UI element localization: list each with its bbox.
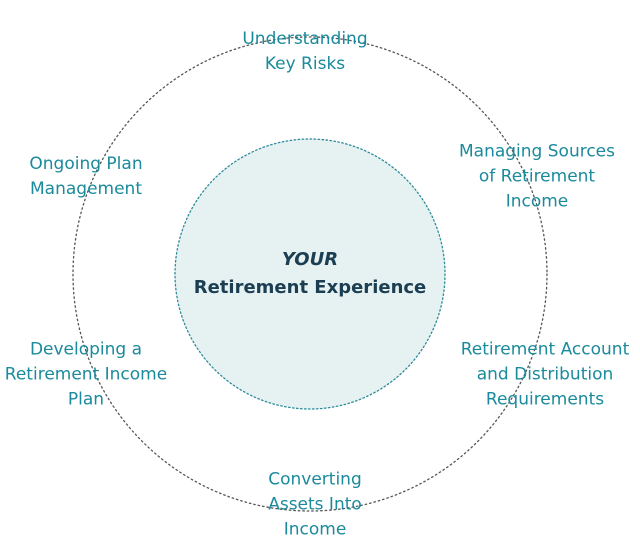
stage-ongoing-plan-management: Ongoing Plan Management (29, 152, 142, 202)
stage-line: Managing Sources (458, 141, 616, 162)
stage-developing-income-plan: Developing a Retirement Income Plan (5, 338, 167, 413)
outer-cycle-ring (72, 36, 548, 512)
stage-line: Converting (268, 469, 362, 490)
stage-line: Developing a (29, 339, 143, 360)
stage-understanding-key-risks: Understanding Key Risks (242, 27, 367, 77)
stage-line: Income (505, 191, 569, 212)
stage-line: Plan (67, 389, 105, 410)
center-label: YOUR Retirement Experience (194, 246, 427, 302)
stage-line: Key Risks (264, 54, 346, 74)
stage-line: and Distribution (476, 364, 614, 385)
stage-retirement-account-requirements: Retirement Account and Distribution Requ… (461, 338, 629, 413)
stage-line: Retirement Income (4, 364, 168, 385)
stage-line: Assets Into (268, 494, 362, 515)
stage-managing-sources: Managing Sources of Retirement Income (459, 140, 615, 215)
stage-converting-assets: Converting Assets Into Income (268, 468, 362, 543)
stage-line: Management (30, 179, 142, 199)
center-title: YOUR (281, 249, 339, 270)
stage-line: Ongoing Plan (29, 154, 143, 174)
stage-line: Understanding (242, 29, 368, 49)
center-circle (174, 138, 446, 410)
center-subtitle: Retirement Experience (193, 277, 427, 298)
stage-line: Requirements (485, 389, 605, 410)
stage-line: of Retirement (478, 166, 596, 187)
stage-line: Retirement Account (460, 339, 630, 360)
stage-line: Income (283, 519, 347, 540)
